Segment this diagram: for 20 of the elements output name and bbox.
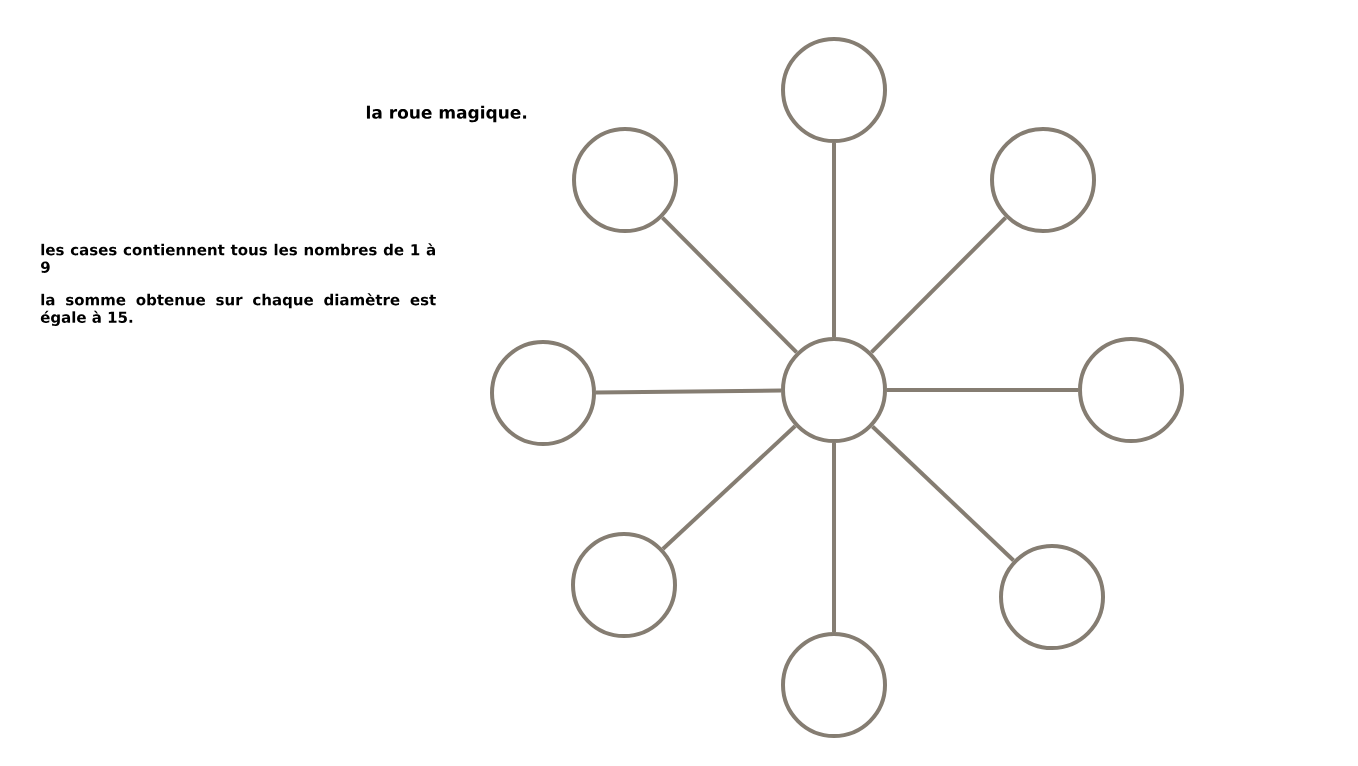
answer-circle — [990, 127, 1096, 233]
answer-circle — [571, 532, 677, 638]
answer-circle — [781, 37, 887, 143]
instruction-text: les cases contiennent tous les nombres de 1 à 9 — [41, 243, 435, 273]
answer-circle — [999, 544, 1105, 650]
spoke-line — [832, 143, 836, 337]
spoke-line — [871, 425, 1015, 562]
spoke-line — [660, 216, 799, 354]
spoke-line — [832, 443, 836, 632]
answer-circle — [1078, 337, 1184, 443]
spoke-line — [661, 424, 797, 551]
instruction-text: la somme obtenue sur chaque diamètre est égale à 15. — [40, 293, 436, 326]
spoke-line — [870, 216, 1008, 354]
spoke-line — [887, 388, 1078, 392]
answer-circle — [781, 632, 887, 738]
answer-circle — [490, 340, 596, 446]
answer-circle — [781, 337, 887, 443]
title: la roue magique. — [366, 105, 527, 123]
spoke-line — [596, 388, 782, 395]
answer-circle — [572, 127, 678, 233]
